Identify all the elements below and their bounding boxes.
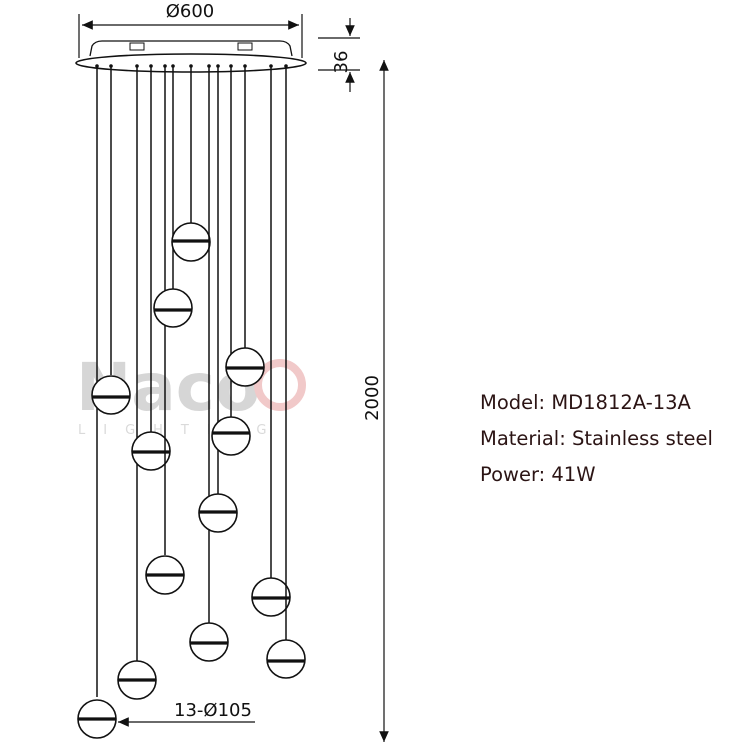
pendant-cord-and-globe xyxy=(117,64,157,700)
pendant-cord-and-globe xyxy=(225,64,265,387)
pendant-cord-and-globe xyxy=(131,64,171,471)
total-height-label: 2000 xyxy=(362,375,383,421)
spec-power: Power: 41W xyxy=(480,463,596,486)
spec-list: Model: MD1812A-13A Material: Stainless s… xyxy=(480,385,713,493)
diameter-label: Ø600 xyxy=(166,1,215,22)
globe-size-label: 13-Ø105 xyxy=(174,700,252,721)
pendant-group xyxy=(77,64,306,739)
canopy-height-dimension: 36 xyxy=(318,18,360,92)
pendant-cord-and-globe xyxy=(266,64,306,679)
diameter-dimension: Ø600 xyxy=(78,1,303,58)
total-height-dimension: 2000 xyxy=(362,60,389,742)
pendant-cord-and-globe xyxy=(91,64,131,415)
pendant-cord-and-globe xyxy=(171,64,211,262)
spec-material: Material: Stainless steel xyxy=(480,427,713,450)
spec-model: Model: MD1812A-13A xyxy=(480,391,691,414)
watermark-tagline: LIGHTING xyxy=(78,423,285,438)
globe-size-callout: 13-Ø105 xyxy=(118,700,255,727)
watermark-logo-icon xyxy=(254,359,306,411)
pendant-cord-and-globe xyxy=(153,64,193,328)
canopy-height-label: 36 xyxy=(331,51,352,74)
pendant-cord-and-globe xyxy=(251,64,291,617)
